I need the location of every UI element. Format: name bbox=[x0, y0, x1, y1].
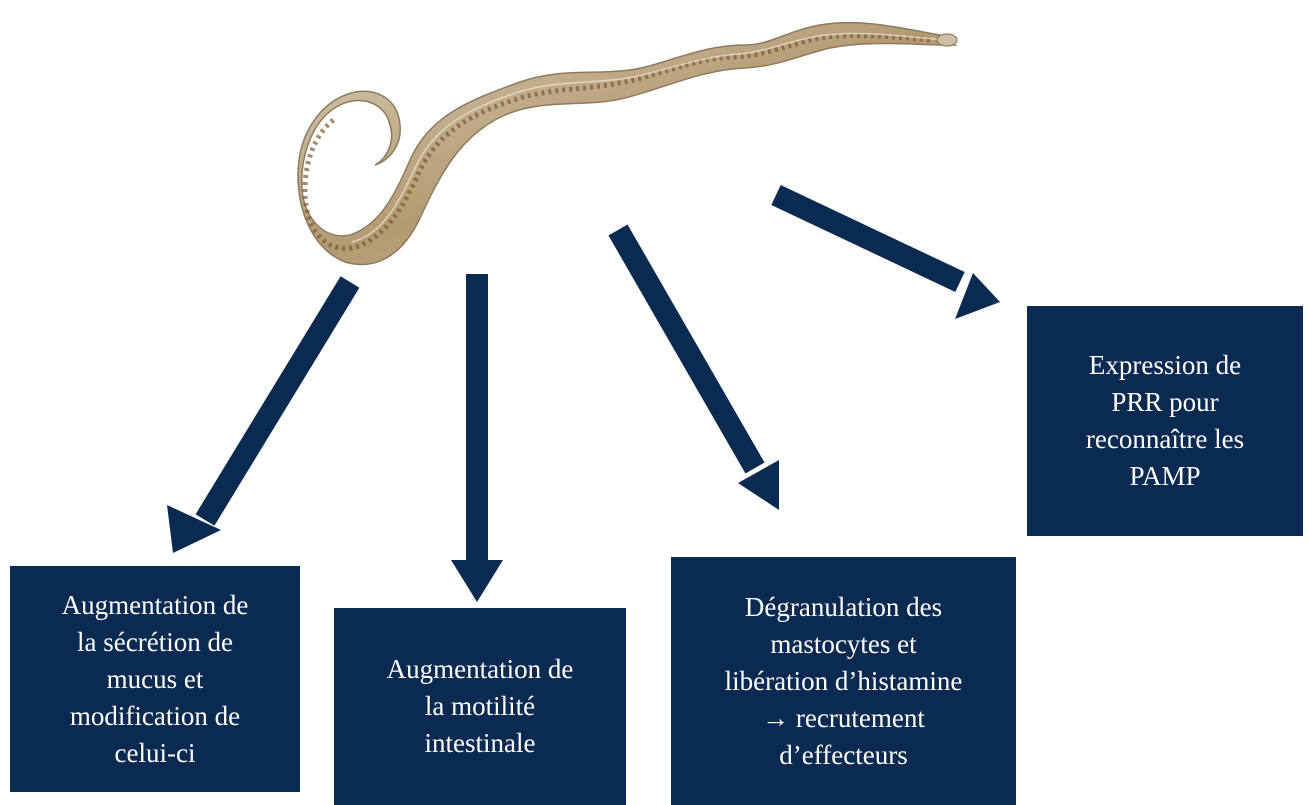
motility-line-2: la motilité bbox=[387, 688, 574, 725]
mast-line-4: → recrutement bbox=[725, 700, 963, 737]
mast-cell-degranulation-box: Dégranulation des mastocytes et libérati… bbox=[671, 557, 1016, 805]
arrow-to-prr bbox=[776, 195, 1000, 319]
prr-line-3: reconnaître les bbox=[1086, 421, 1244, 458]
mucus-line-3: mucus et bbox=[62, 661, 249, 698]
arrow-to-motility bbox=[451, 274, 503, 602]
prr-line-2: PRR pour bbox=[1086, 384, 1244, 421]
mast-line-1: Dégranulation des bbox=[725, 589, 963, 626]
mast-line-2: mastocytes et bbox=[725, 626, 963, 663]
mucus-secretion-box: Augmentation de la sécrétion de mucus et… bbox=[10, 566, 300, 792]
motility-line-3: intestinale bbox=[387, 725, 574, 762]
intestinal-motility-text: Augmentation de la motilité intestinale bbox=[387, 651, 574, 762]
mast-line-3: libération d’histamine bbox=[725, 663, 963, 700]
prr-expression-text: Expression de PRR pour reconnaître les P… bbox=[1086, 347, 1244, 495]
prr-line-1: Expression de bbox=[1086, 347, 1244, 384]
prr-expression-box: Expression de PRR pour reconnaître les P… bbox=[1027, 306, 1303, 536]
mucus-line-1: Augmentation de bbox=[62, 587, 249, 624]
prr-line-4: PAMP bbox=[1086, 458, 1244, 495]
mucus-line-5: celui-ci bbox=[62, 735, 249, 772]
worm-head bbox=[937, 34, 957, 46]
mucus-line-2: la sécrétion de bbox=[62, 624, 249, 661]
intestinal-motility-box: Augmentation de la motilité intestinale bbox=[334, 608, 626, 805]
mast-cell-degranulation-text: Dégranulation des mastocytes et libérati… bbox=[725, 589, 963, 774]
mast-line-5: d’effecteurs bbox=[725, 737, 963, 774]
mucus-line-4: modification de bbox=[62, 698, 249, 735]
arrow-to-mast bbox=[618, 230, 779, 510]
arrow-to-mucus bbox=[167, 282, 350, 553]
mucus-secretion-text: Augmentation de la sécrétion de mucus et… bbox=[62, 587, 249, 772]
motility-line-1: Augmentation de bbox=[387, 651, 574, 688]
